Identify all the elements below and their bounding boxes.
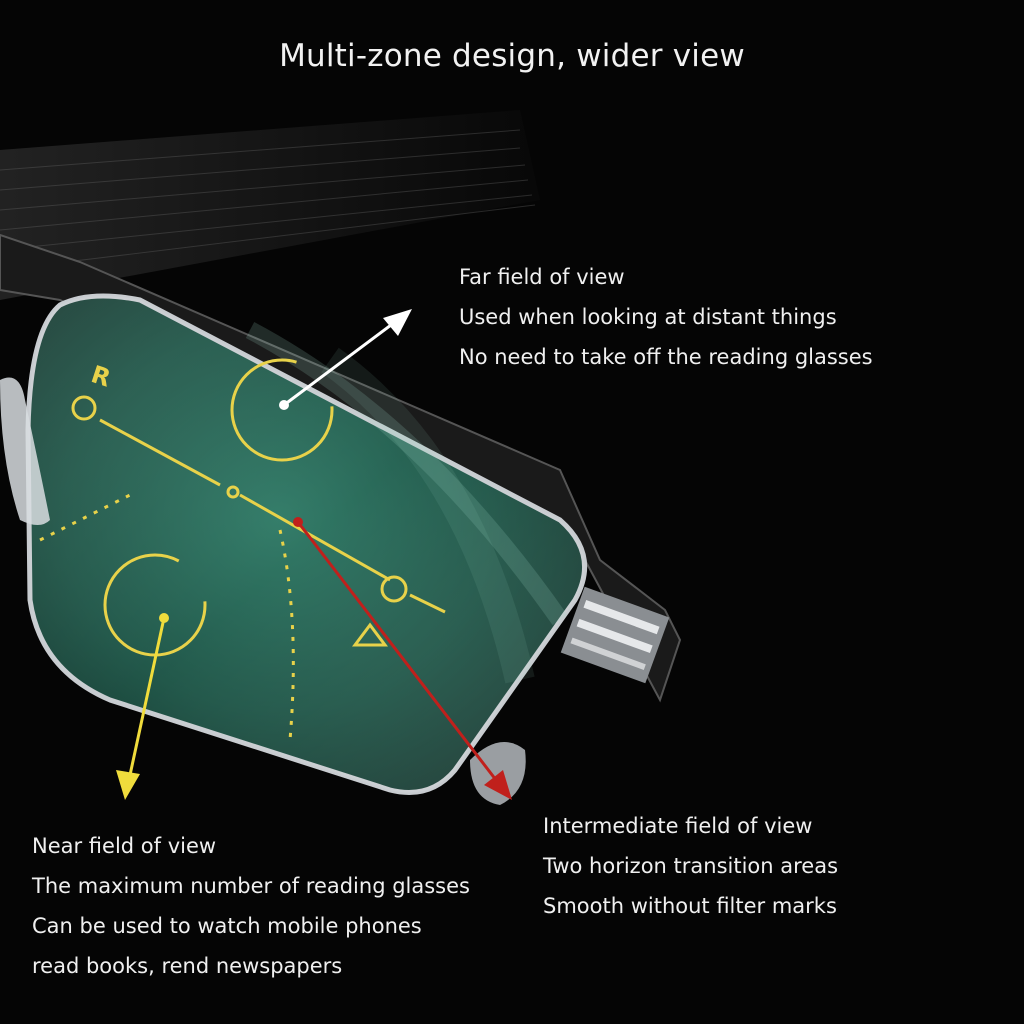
- near-zone-line: Can be used to watch mobile phones: [32, 914, 422, 938]
- left-nose-pad: [0, 377, 50, 525]
- intermediate-zone-heading: Intermediate field of view: [543, 814, 813, 838]
- background-temple: [0, 110, 540, 300]
- near-zone-line: read books, rend newspapers: [32, 954, 343, 978]
- intermediate-zone-line: Smooth without filter marks: [543, 894, 837, 918]
- intermediate-zone-caption: Intermediate field of view Two horizon t…: [543, 806, 838, 926]
- far-zone-circle: [230, 358, 334, 462]
- near-zone-heading: Near field of view: [32, 834, 217, 858]
- intermediate-arrow: [293, 517, 512, 800]
- center-marker-circle: [226, 485, 240, 499]
- right-marker-circle: [380, 575, 408, 603]
- triangle-mark: [352, 622, 388, 647]
- far-arrow: [279, 309, 412, 410]
- far-zone-heading: Far field of view: [459, 265, 625, 289]
- near-zone-caption: Near field of view The maximum number of…: [32, 826, 470, 986]
- far-zone-line: No need to take off the reading glasses: [459, 345, 873, 369]
- intermediate-zone-line: Two horizon transition areas: [543, 854, 839, 878]
- far-zone-caption: Far field of view Used when looking at d…: [459, 257, 873, 377]
- left-marker-circle: [71, 395, 97, 421]
- far-zone-line: Used when looking at distant things: [459, 305, 837, 329]
- hinge: [560, 586, 670, 684]
- page-title: Multi-zone design, wider view: [279, 38, 745, 74]
- nose-pad: [470, 742, 526, 805]
- near-zone-line: The maximum number of reading glasses: [32, 874, 470, 898]
- near-arrow: [116, 613, 169, 800]
